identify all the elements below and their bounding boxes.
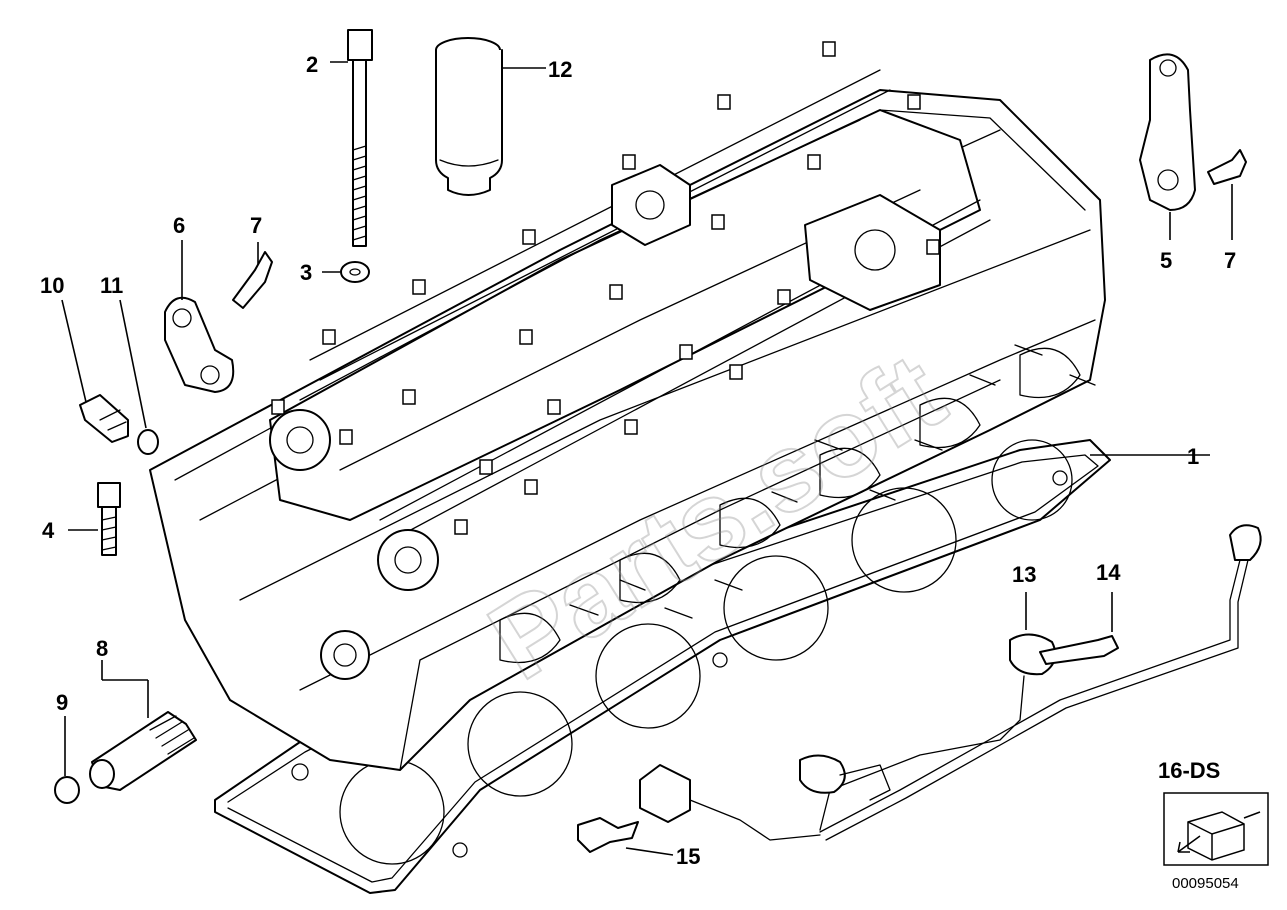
washer[interactable] bbox=[340, 261, 370, 283]
sleeve[interactable] bbox=[435, 37, 503, 196]
callout-11: 11 bbox=[100, 273, 123, 298]
callout-9: 9 bbox=[56, 690, 68, 715]
cube-icon bbox=[1187, 811, 1245, 861]
seal-ring-11[interactable] bbox=[137, 429, 159, 455]
arrow-icon bbox=[1177, 835, 1201, 853]
oil-adapter[interactable] bbox=[89, 711, 197, 791]
callout-1: 1 bbox=[1187, 444, 1199, 469]
knock-sensor-harness[interactable] bbox=[639, 524, 1262, 841]
callout-13: 13 bbox=[1012, 562, 1036, 587]
diagram-code: 00095054 bbox=[1172, 875, 1239, 892]
callout-3: 3 bbox=[300, 260, 312, 285]
callout-labels: 1 2 3 4 5 6 7 7 8 9 10 11 12 13 14 15 16… bbox=[40, 52, 1236, 869]
callout-12: 12 bbox=[548, 57, 572, 82]
callout-2: 2 bbox=[306, 52, 318, 77]
callout-8: 8 bbox=[96, 636, 108, 661]
clip[interactable] bbox=[577, 817, 639, 853]
bracket-left[interactable] bbox=[164, 296, 235, 393]
callout-7-left: 7 bbox=[250, 213, 262, 238]
callout-7-right: 7 bbox=[1224, 248, 1236, 273]
callout-14: 14 bbox=[1096, 560, 1121, 585]
callout-10: 10 bbox=[40, 273, 64, 298]
cylinder-head-bolt[interactable] bbox=[347, 29, 373, 247]
callout-4: 4 bbox=[42, 518, 55, 543]
sensor[interactable] bbox=[79, 394, 129, 443]
callout-15: 15 bbox=[676, 844, 700, 869]
callout-16-ds: 16-DS bbox=[1158, 758, 1220, 783]
bracket-right[interactable] bbox=[1139, 53, 1196, 211]
callout-5: 5 bbox=[1160, 248, 1172, 273]
o-ring-9[interactable] bbox=[54, 776, 80, 804]
cylinder-head[interactable] bbox=[149, 41, 1106, 771]
bolt-right[interactable] bbox=[1207, 149, 1247, 185]
leader-lines bbox=[61, 61, 1233, 856]
screw[interactable] bbox=[97, 482, 121, 556]
callout-6: 6 bbox=[173, 213, 185, 238]
bolt-left[interactable] bbox=[232, 251, 273, 309]
ds-box[interactable] bbox=[1163, 792, 1269, 866]
sensor-bolt[interactable] bbox=[1039, 635, 1119, 665]
